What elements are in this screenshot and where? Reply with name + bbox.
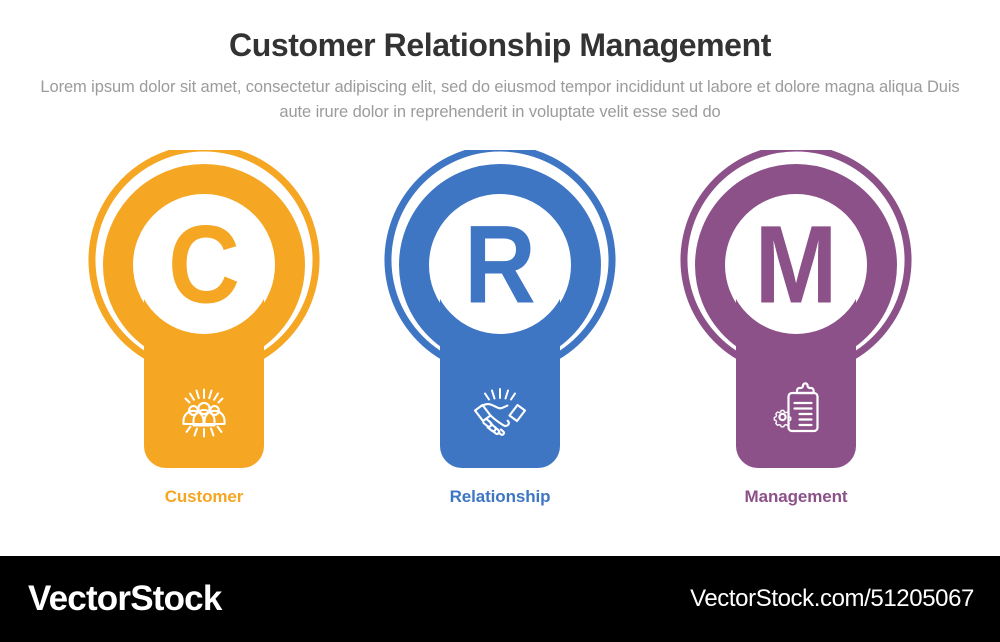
bulb-shape-management bbox=[680, 150, 912, 468]
people-group-icon bbox=[182, 388, 226, 438]
card-relationship[interactable]: R bbox=[370, 150, 630, 520]
card-graphic-customer: C bbox=[74, 150, 334, 480]
card-graphic-relationship: R bbox=[370, 150, 630, 480]
letter-ring bbox=[399, 164, 601, 366]
handshake-icon bbox=[473, 388, 527, 436]
letter-disc bbox=[727, 196, 865, 334]
vectorstock-url: VectorStock.com/51205067 bbox=[690, 585, 974, 612]
letter-ring bbox=[695, 164, 897, 366]
card-customer[interactable]: C bbox=[74, 150, 334, 520]
bulb-shape-customer bbox=[88, 150, 320, 468]
page-title: Customer Relationship Management bbox=[229, 27, 771, 63]
cards-row: C bbox=[0, 150, 1000, 520]
page-subtitle: Lorem ipsum dolor sit amet, consectetur … bbox=[40, 78, 960, 121]
bulb-shape-relationship bbox=[384, 150, 616, 468]
infographic-canvas: Customer Relationship Management Lorem i… bbox=[0, 24, 1000, 520]
outer-arc-icon bbox=[88, 150, 320, 363]
letter-ring bbox=[103, 164, 305, 366]
card-management[interactable]: M bbox=[666, 150, 926, 520]
letter-disc bbox=[431, 196, 569, 334]
letter-disc bbox=[135, 196, 273, 334]
card-label-relationship: Relationship bbox=[449, 487, 551, 506]
header: Customer Relationship Management Lorem i… bbox=[0, 24, 1000, 125]
card-letter-management: M bbox=[755, 204, 838, 327]
clipboard-gear-icon bbox=[773, 382, 819, 433]
card-graphic-management: M bbox=[666, 150, 926, 480]
card-label-management: Management bbox=[744, 487, 848, 506]
card-letter-relationship: R bbox=[464, 204, 536, 327]
outer-arc-icon bbox=[384, 150, 616, 363]
card-letter-customer: C bbox=[168, 204, 240, 327]
vectorstock-logo: VectorStock bbox=[28, 579, 222, 618]
watermark-bar: VectorStock VectorStock.com/51205067 bbox=[0, 556, 1000, 642]
outer-arc-icon bbox=[680, 150, 912, 363]
card-label-customer: Customer bbox=[164, 487, 244, 506]
